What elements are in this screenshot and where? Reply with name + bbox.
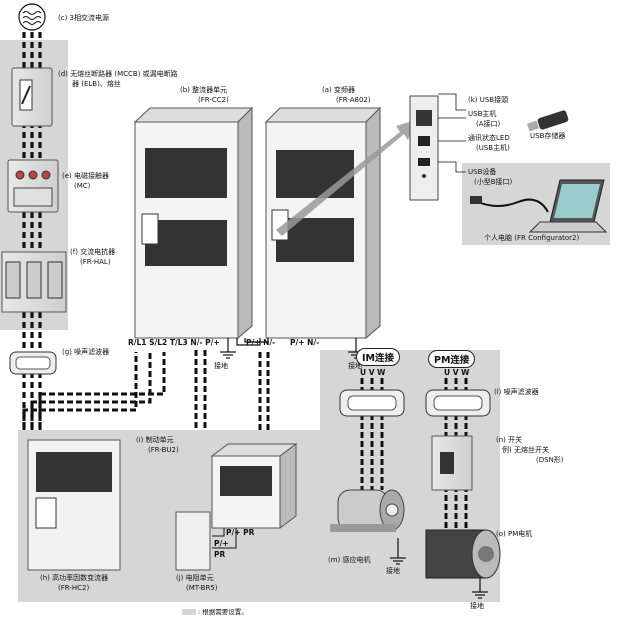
brake-pr-bot-2: PR [214,550,226,559]
usb-connector-panel [409,95,439,201]
usb-storage-label: USB存储器 [530,132,566,140]
resistor-label-line2: (MT-BR5) [186,584,218,592]
reactor-label-line2: (FR-HAL) [80,258,111,266]
ground-label-1: 接地 [214,362,228,370]
usb-pointer-lines [438,93,466,173]
pm-uvw: U V W [444,368,470,377]
note-swatch [182,609,196,615]
pc-label: 个人电脑 (FR Configurator2) [484,234,580,242]
mc-label-line2: (MC) [74,182,91,190]
switch-label-line2: 例) 无熔丝开关 [502,446,549,454]
mccb-device [11,67,53,127]
im-header: IM连接 [356,348,400,366]
usb-host-line1: USB主机 [468,110,497,118]
dc-link-wires [236,338,269,346]
converter-input-wires [22,352,166,430]
laptop-icon [470,179,608,233]
im-motor-label: (m) 感应电机 [328,556,371,564]
brake-pr-top: P/+ PR [226,528,255,537]
usb-host-line2: (A接口) [476,120,501,128]
pm-header: PM连接 [428,350,476,368]
induction-motor-device [330,489,405,532]
ground-label-2: 接地 [348,362,362,370]
noise-filter-pm-device [425,389,491,417]
mccb-label-line2: 器 (ELB)、熔丝 [72,80,121,88]
hc-label-line1: (h) 高功率因数变流器 [40,574,109,582]
mccb-label-line1: (d) 无熔丝断路器 (MCCB) 或漏电断路 [58,70,178,78]
switch-label-line3: (DSN形) [536,456,564,464]
inverter-label-line1: (a) 变频器 [322,86,355,94]
note-text: : 根据需要设置。 [198,608,248,616]
noise-filter-im-device [339,389,405,417]
hc-label-line2: (FR-HC2) [58,584,90,592]
usb-arrow [276,120,416,236]
converter-terminals: R/L1 S/L2 T/L3 N/- P/+ [128,338,220,347]
brake-pr-bot-1: P/+ [214,539,229,548]
usb-device-line1: USB设备 [468,168,497,176]
noise-filter-g-label: (g) 噪声滤波器 [62,348,110,356]
brake-label-line1: (i) 制动单元 [136,436,174,444]
noise-filter-l-label: (l) 噪声滤波器 [494,388,539,396]
noise-filter-g-device [9,351,57,375]
hc-device [27,439,121,571]
converter-label-line2: (FR-CC2) [198,96,229,104]
converter-label-line1: (b) 整流器单元 [180,86,228,94]
inverter-unit [264,106,382,340]
mc-device [7,159,59,213]
converter-unit [133,106,254,340]
resistor-unit-device [175,511,211,571]
im-uvw: U V W [360,368,386,377]
power-source-label: (c) 3相交流电源 [58,14,109,22]
mc-label-line1: (e) 电磁接触器 [62,172,109,180]
reactor-device [1,251,67,313]
ac-power-symbol [18,3,46,31]
resistor-label-line1: (j) 电阻单元 [176,574,214,582]
brake-label-line2: (FR-BU2) [148,446,179,454]
reactor-label-line1: (f) 交流电抗器 [70,248,116,256]
switch-label-line1: (n) 开关 [496,436,523,444]
brake-wires [212,528,237,549]
brake-unit-device [210,443,298,529]
pm-motor-device [425,529,501,579]
usb-device-line2: (小型B接口) [474,178,513,186]
usb-title: (k) USB接頭 [468,96,509,104]
inverter-terminals: P/+ N/- [290,338,320,347]
usb-storage-icon [527,110,569,132]
inverter-label-line2: (FR-A802) [336,96,371,104]
usb-led-line1: 通讯状态LED [468,134,510,142]
converter-out-terminals: P/+ N/- [246,338,276,347]
pm-motor-label: (o) PM电机 [496,530,533,538]
converter-dc-wires [194,350,270,430]
usb-led-line2: (USB主机) [476,144,510,152]
ground-label-4: 接地 [470,602,484,610]
switch-device [431,435,473,491]
ground-label-3: 接地 [386,567,400,575]
